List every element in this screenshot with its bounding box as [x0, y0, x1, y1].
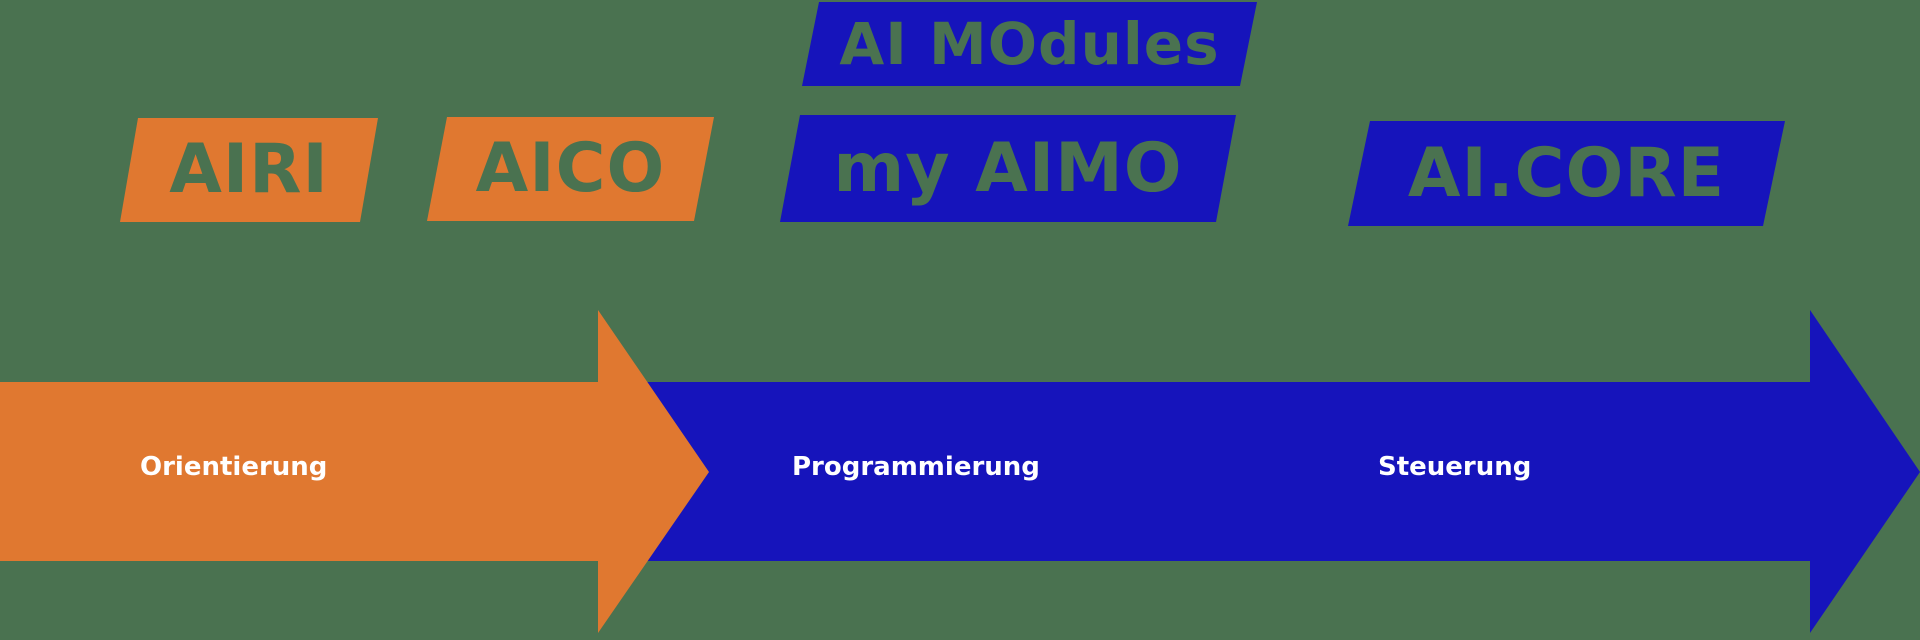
- product-tag-my-aimo: my AIMO: [780, 115, 1236, 222]
- tag-background: [1348, 121, 1785, 226]
- tag-background: [120, 118, 378, 222]
- product-tag-ai-core: AI.CORE: [1348, 121, 1785, 226]
- product-label: AIRI: [169, 130, 329, 209]
- stage-label-steuerung: Steuerung: [1378, 452, 1532, 482]
- orange-arrow: [0, 310, 709, 633]
- tag-background: [802, 2, 1257, 86]
- product-label: AICO: [475, 129, 666, 208]
- tag-background: [780, 115, 1236, 222]
- blue-arrow: [620, 310, 1920, 633]
- tag-background: [427, 117, 714, 221]
- stage-label-programmierung: Programmierung: [792, 452, 1040, 482]
- product-tag-aico: AICO: [427, 117, 714, 221]
- product-label: AI.CORE: [1407, 133, 1726, 213]
- product-tag-airi: AIRI: [120, 118, 378, 222]
- stage-label-orientierung: Orientierung: [140, 452, 328, 482]
- product-label: AI MOdules: [839, 10, 1220, 78]
- product-label: my AIMO: [833, 128, 1183, 208]
- product-tag-ai-modules: AI MOdules: [802, 2, 1257, 86]
